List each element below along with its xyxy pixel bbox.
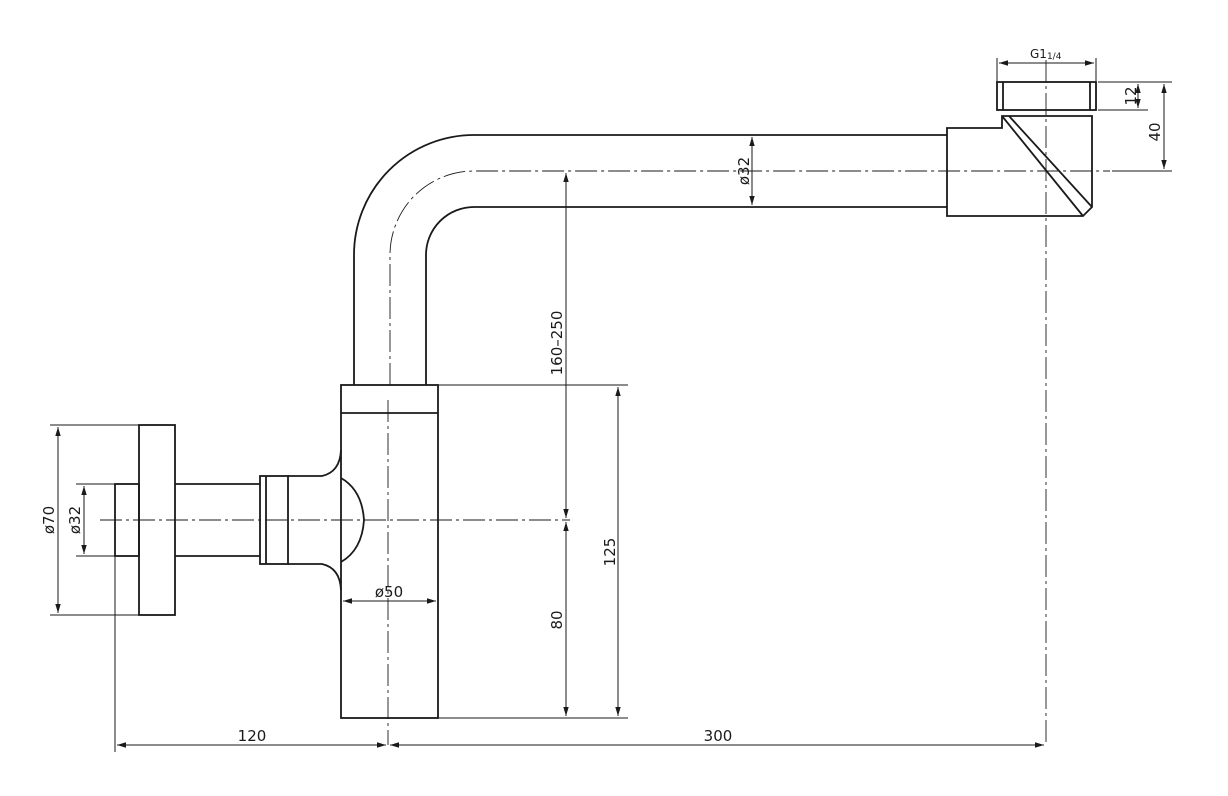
label-pipe-diameter: ø32 (735, 157, 753, 185)
label-flange-diameter: ø70 (40, 506, 58, 534)
label-wall-pipe-diameter: ø32 (66, 506, 84, 534)
outlet-nut (996, 81, 1097, 111)
siphon-body (340, 384, 439, 719)
outlet-elbow (946, 115, 1093, 217)
label-nut-height: 12 (1122, 86, 1140, 105)
label-thread: G11/4 (1030, 47, 1062, 62)
label-horizontal-length: 300 (704, 727, 733, 745)
label-body-height: 125 (601, 538, 619, 567)
horizontal-inlet-pipe (175, 483, 260, 557)
label-inlet-height: 80 (548, 610, 566, 629)
label-body-diameter: ø50 (375, 583, 403, 601)
center-lines (100, 60, 1110, 745)
label-height-range: 160–250 (548, 311, 566, 376)
riser-outer (353, 134, 947, 385)
dimension-lines (50, 58, 1172, 752)
label-outlet-height: 40 (1146, 122, 1164, 141)
riser-inner (425, 206, 947, 385)
label-wall-offset: 120 (238, 727, 267, 745)
siphon-outline (114, 81, 1097, 719)
dimension-labels: G11/4 12 40 ø32 160–250 80 125 ø50 ø70 ø… (40, 47, 1164, 745)
